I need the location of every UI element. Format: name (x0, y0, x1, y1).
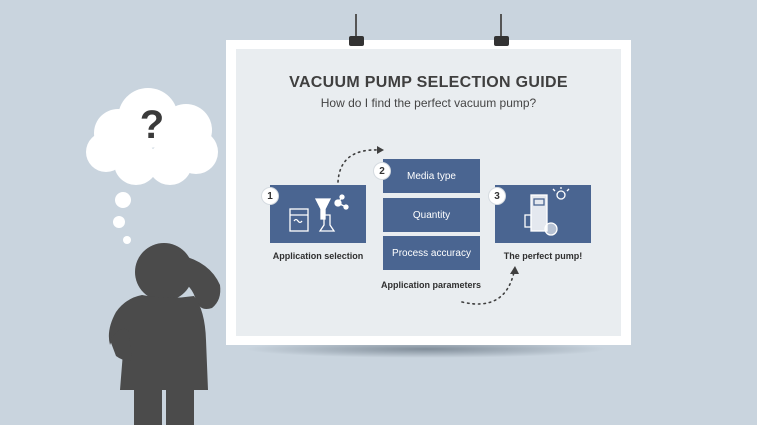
hanging-wire-right (500, 14, 502, 36)
question-mark: ? (139, 103, 165, 147)
param-quantity: Quantity (383, 198, 480, 232)
person-silhouette (108, 243, 221, 425)
arrow-step2-to-step3 (461, 271, 515, 305)
step-3-caption: The perfect pump! (503, 251, 583, 261)
param-media-type: Media type (383, 159, 480, 193)
step-1-caption: Application selection (272, 251, 364, 261)
guide-subtitle: How do I find the perfect vacuum pump? (320, 96, 537, 110)
thought-bubble (86, 88, 218, 244)
step-1-badge: 1 (262, 188, 278, 204)
step-3-panel (495, 185, 591, 243)
binder-clip-right-icon (494, 36, 509, 46)
step-2-badge: 2 (374, 163, 390, 179)
step-3-badge: 3 (489, 188, 505, 204)
lab-equipment-icon (289, 194, 349, 232)
arrow-step1-to-step2 (337, 149, 381, 183)
hanging-wire-left (355, 14, 357, 36)
guide-title: VACUUM PUMP SELECTION GUIDE (289, 74, 568, 91)
vacuum-pump-icon (524, 187, 570, 236)
step-2-caption: Application parameters (380, 280, 482, 290)
param-process-accuracy: Process accuracy (383, 236, 480, 270)
step-1-panel (270, 185, 366, 243)
binder-clip-left-icon (349, 36, 364, 46)
